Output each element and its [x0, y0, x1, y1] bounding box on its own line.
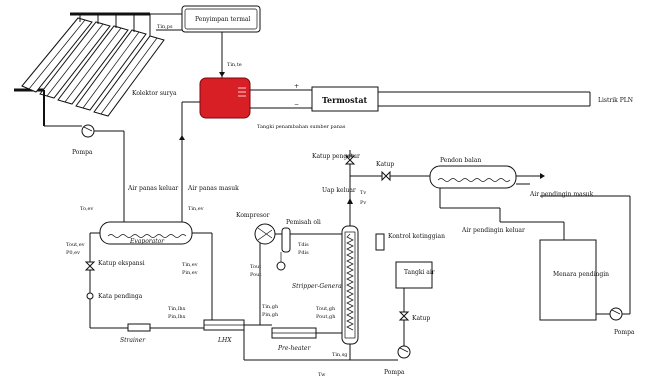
kontrol-ketinggian-label: Kontrol ketinggian: [388, 233, 445, 240]
air-panas-masuk-label: Air panas masuk: [187, 185, 239, 192]
listrik-pln-label: Listrik PLN: [598, 97, 633, 104]
t-o-ev-label: To,ev: [80, 206, 94, 212]
pump-icon: [81, 124, 95, 138]
water-tank: [395, 261, 433, 289]
auxiliary-heater-tank: [199, 77, 251, 119]
oil-sight-icon: [276, 261, 286, 271]
p-out-label: Pout: [250, 272, 261, 278]
t-in-lhx-label: Tin,lhx: [168, 306, 186, 312]
t-out-gh-label: Tout,gh: [316, 306, 336, 312]
p-dis-label: Pdis: [298, 250, 309, 256]
top-valve-icon: [381, 170, 391, 182]
solar-collector: [14, 12, 165, 127]
strainer-icon: [127, 323, 151, 332]
t-in-sg-label: Tin,sg: [332, 352, 348, 358]
pendon-balan-label: Pendon balan: [440, 157, 481, 164]
t-in-te-label: Tin,te: [227, 62, 242, 68]
lhx-label: LHX: [217, 337, 232, 344]
kolektor-surya-label: Kolektor surya: [132, 90, 177, 97]
stripper-generator-column: [341, 225, 359, 345]
p-in-lhx-label: Pin,lhx: [168, 314, 186, 320]
expansion-valve-icon: [84, 261, 96, 271]
t-in-ev-in-label: Tin,ev: [182, 262, 198, 268]
oil-separator-icon: [281, 227, 291, 253]
katup-pengatur-label: Katup pengatur: [312, 153, 360, 160]
pompa-right-label: Pompa: [614, 329, 635, 336]
pompa-top-label: Pompa: [72, 149, 93, 156]
right-pump-icon: [609, 307, 623, 321]
tangki-note-label: Tangki penambahan sumber panas: [257, 124, 346, 130]
tv-label: Tv: [360, 190, 366, 196]
t-in-ps-label: Tin,ps: [157, 24, 173, 30]
pompa-bottom-label: Pompa: [384, 369, 405, 376]
pv-label: Pv: [360, 200, 366, 206]
minus-sign: −: [294, 101, 299, 108]
katup-ekspansi-label: Katup ekspansi: [98, 260, 145, 267]
termostat-label: Termostat: [322, 95, 368, 105]
bottom-pump-icon: [397, 345, 411, 359]
kata-pendinga-label: Kata pendinga: [98, 293, 143, 300]
t-in-gh-label: Tin,gh: [262, 304, 279, 310]
strainer-label: Strainer: [120, 337, 146, 344]
thermostat-box: [311, 86, 379, 112]
penyimpan-termal-label: Penyimpan termal: [195, 16, 250, 23]
katup-bottom-label: Katup: [412, 315, 430, 322]
cooling-tower: [539, 239, 597, 321]
bottom-valve-icon: [398, 311, 410, 321]
tangki-air-label: Tangki air: [404, 269, 435, 276]
t-dis-label: Tdis: [298, 242, 309, 248]
p-in-gh-label: Pin,gh: [262, 312, 279, 318]
pre-heater-label: Pre-heater: [277, 345, 311, 352]
p-out-gh-label: Pout,gh: [316, 314, 336, 320]
control-valve-icon: [344, 155, 356, 165]
condenser-vessel: [429, 165, 517, 189]
pemisah-oli-label: Pemisah oli: [286, 219, 321, 226]
katup-top-label: Katup: [376, 161, 394, 168]
t-out-label: Tout: [250, 264, 261, 270]
uap-keluar-label: Uap keluar: [322, 187, 356, 194]
sight-glass-icon: [86, 292, 94, 300]
level-control-icon: [375, 233, 385, 251]
plus-sign: +: [294, 83, 299, 90]
air-panas-keluar-label: Air panas keluar: [127, 185, 178, 192]
kompresor-label: Kompresor: [236, 212, 270, 219]
stripper-label: Stripper-Generator: [292, 283, 352, 290]
p-o-ev-label: P0,ev: [66, 250, 80, 256]
p-in-ev-label: Pin,ev: [182, 270, 198, 276]
t-o-ev2-label: Tout,ev: [66, 242, 85, 248]
evaporator-label: Evaporator: [129, 238, 165, 245]
tw-label: Tw: [318, 372, 326, 378]
thermal-storage-tank: [181, 5, 261, 33]
menara-pendingin-label: Menara pendingin: [553, 271, 609, 278]
t-in-ev-label: Tin,ev: [188, 206, 204, 212]
compressor-icon: [254, 223, 276, 245]
air-pendingin-masuk-label: Air pendingin masuk: [529, 191, 594, 198]
air-pendingin-keluar-label: Air pendingin keluar: [461, 227, 525, 234]
